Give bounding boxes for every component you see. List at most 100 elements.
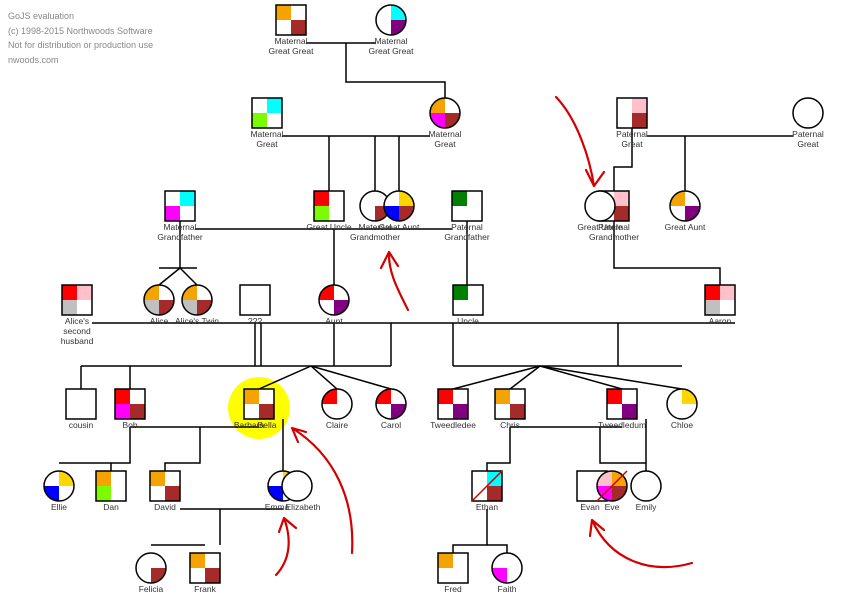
relationship-link [509, 365, 541, 390]
person-node-guncle[interactable]: Great Uncle [306, 190, 352, 232]
attribute-quadrants [276, 5, 306, 35]
person-node-alice[interactable]: Alice [143, 284, 175, 326]
person-name-label: Alice's Twin [175, 316, 219, 326]
person-node-eve[interactable]: Eve [596, 470, 628, 512]
person-name-label: Great Uncle [577, 222, 623, 232]
female-symbol [318, 284, 350, 316]
relationship-link [158, 267, 181, 286]
attribute-quadrants [452, 191, 482, 221]
person-node-barbara[interactable]: Barbara [234, 388, 275, 430]
attribute-quadrants [252, 98, 282, 128]
relationship-link [310, 365, 392, 390]
attribute-quadrants [793, 98, 823, 128]
male-symbol [313, 190, 345, 222]
person-node-fred[interactable]: Fred [437, 552, 469, 593]
person-node-bella[interactable]: Bella [258, 420, 277, 430]
person-name-label: David [154, 502, 176, 512]
person-name-label: Faith [498, 584, 517, 593]
male-symbol [616, 97, 648, 129]
male-symbol [65, 388, 97, 420]
person-name-label: Frank [194, 584, 216, 593]
watermark-line-1: GoJS evaluation [8, 11, 75, 21]
person-node-carol[interactable]: Carol [375, 388, 407, 430]
attribute-quadrants [96, 471, 126, 501]
male-symbol [452, 284, 484, 316]
person-node-ethan[interactable]: Ethan [471, 470, 503, 512]
person-node-bob[interactable]: Bob [114, 388, 146, 430]
attribute-quadrants [492, 553, 522, 583]
person-node-chloe[interactable]: Chloe [666, 388, 698, 430]
person-name-label: Barbara [234, 420, 265, 430]
red-annotation-arrow [379, 250, 410, 312]
attribute-quadrants [453, 285, 483, 315]
person-node-felicia[interactable]: Felicia [135, 552, 167, 593]
person-name-label: Claire [326, 420, 348, 430]
watermark-line-2: (c) 1998-2015 Northwoods Software [8, 25, 153, 36]
male-symbol [494, 388, 526, 420]
person-node-dan[interactable]: Dan [95, 470, 127, 512]
person-node-chris[interactable]: Chris [494, 388, 526, 430]
female-symbol [43, 470, 75, 502]
female-symbol [429, 97, 461, 129]
male-symbol [251, 97, 283, 129]
attribute-quadrants [322, 389, 352, 419]
person-node-elizabeth[interactable]: Elizabeth [281, 470, 321, 512]
relationship-link [179, 267, 198, 286]
person-node-david[interactable]: David [149, 470, 181, 512]
person-node-faith[interactable]: Faith [491, 552, 523, 593]
attribute-quadrants [62, 285, 92, 315]
relationship-link [452, 509, 488, 553]
relationship-link [486, 427, 511, 471]
person-node-ellie[interactable]: Ellie [43, 470, 75, 512]
person-node-tweedledee[interactable]: Tweedledee [430, 388, 476, 430]
person-node-aaron[interactable]: Aaron [704, 284, 736, 326]
female-symbol [321, 388, 353, 420]
attribute-quadrants [190, 553, 220, 583]
male-symbol [704, 284, 736, 316]
person-node-twin[interactable]: Alice's Twin [175, 284, 219, 326]
attribute-quadrants [319, 285, 349, 315]
person-node-guncle2[interactable]: Great Uncle [577, 190, 623, 232]
female-symbol [375, 388, 407, 420]
relationship-link [345, 43, 446, 98]
attribute-quadrants [670, 191, 700, 221]
male-symbol [95, 470, 127, 502]
person-node-unk[interactable]: ??? [239, 284, 271, 326]
person-name-label: Evan [580, 502, 600, 512]
hand-drawn-annotations [274, 95, 694, 577]
relationship-link [613, 128, 633, 191]
family-links [59, 42, 793, 553]
person-node-cousin[interactable]: cousin [65, 388, 97, 430]
person-node-tweedledum[interactable]: Tweedledum [598, 388, 646, 430]
attribute-quadrants [438, 553, 468, 583]
person-node-frank[interactable]: Frank [189, 552, 221, 593]
person-node-claire[interactable]: Claire [321, 388, 353, 430]
person-node-emily[interactable]: Emily [630, 470, 662, 512]
attribute-quadrants [244, 389, 274, 419]
person-node-gaunt2[interactable]: Great Aunt [665, 190, 706, 232]
person-name-label: Chloe [671, 420, 693, 430]
male-symbol [451, 190, 483, 222]
person-node-aunt[interactable]: Aunt [318, 284, 350, 326]
female-symbol [596, 470, 628, 502]
female-symbol [143, 284, 175, 316]
person-name-label: Emily [636, 502, 658, 512]
person-node-uncle[interactable]: Uncle [452, 284, 484, 326]
person-name-label: Great Aunt [379, 222, 420, 232]
